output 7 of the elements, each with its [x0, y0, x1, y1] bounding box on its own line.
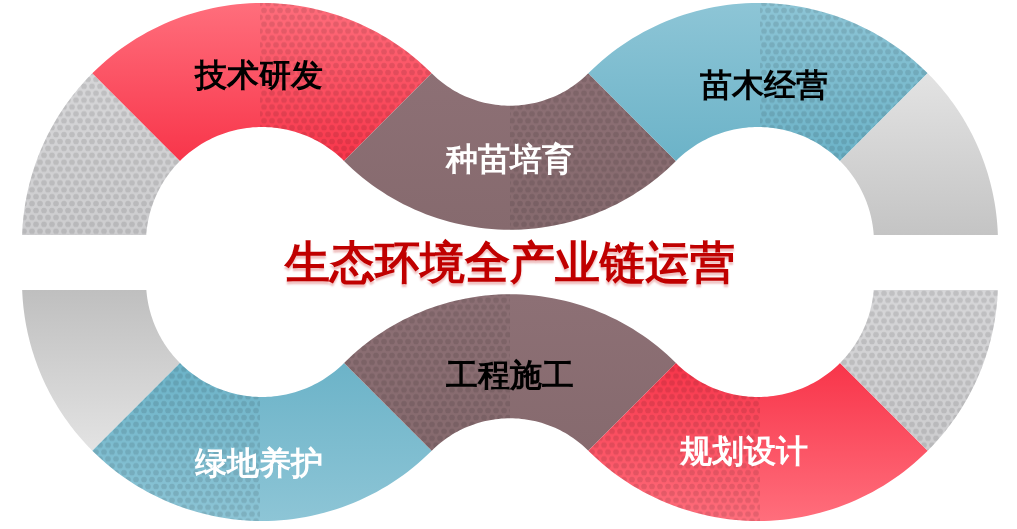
segment-label: 苗木经营	[700, 68, 828, 104]
segment-label: 种苗培育	[446, 142, 574, 178]
segment-label: 工程施工	[446, 358, 574, 394]
segment-label: 技术研发	[195, 58, 323, 94]
segment-label: 规划设计	[680, 434, 808, 470]
segment-label: 绿地养护	[195, 446, 323, 482]
diagram-title: 生态环境全产业链运营	[285, 238, 735, 288]
